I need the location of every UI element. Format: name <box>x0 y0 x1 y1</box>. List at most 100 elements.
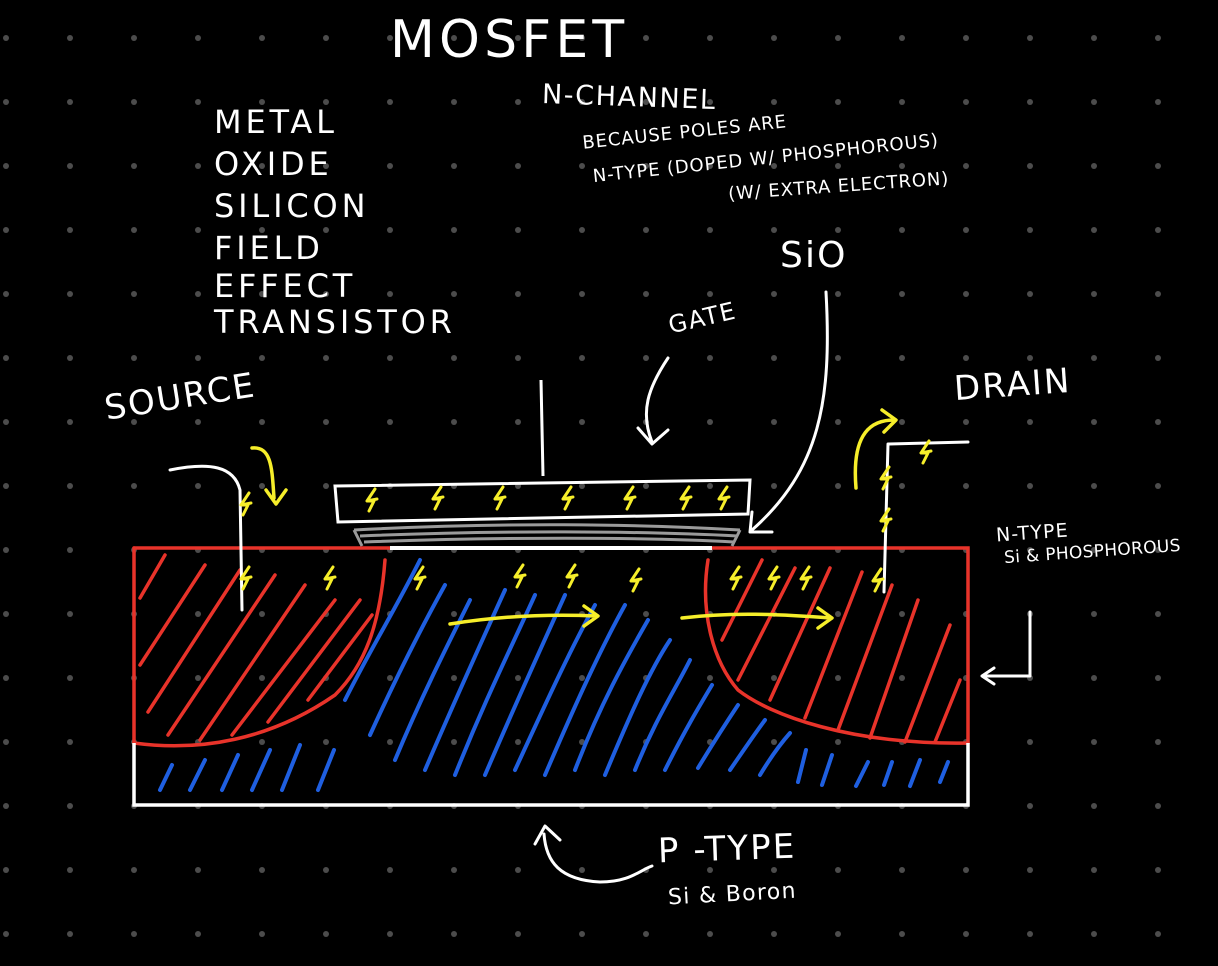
grid-dot <box>3 99 9 105</box>
grid-dot <box>707 675 713 681</box>
grid-dot <box>451 163 457 169</box>
grid-dot <box>3 675 9 681</box>
grid-dot <box>451 419 457 425</box>
grid-dot <box>899 291 905 297</box>
acronym-line-silicon: SILICON <box>214 187 370 225</box>
grid-dot <box>3 739 9 745</box>
gate-plate <box>333 478 752 524</box>
grid-dot <box>131 931 137 937</box>
grid-dot <box>67 291 73 297</box>
oxide-layer <box>352 523 742 547</box>
acronym-line-transistor: TRANSISTOR <box>214 303 456 341</box>
grid-dot <box>1091 227 1097 233</box>
grid-dot <box>579 291 585 297</box>
grid-dot <box>771 291 777 297</box>
grid-dot <box>771 419 777 425</box>
grid-dot <box>579 355 585 361</box>
grid-dot <box>131 99 137 105</box>
acronym-line-oxide: OXIDE <box>214 145 333 183</box>
grid-dot <box>899 483 905 489</box>
grid-dot <box>1027 803 1033 809</box>
grid-dot <box>3 803 9 809</box>
channel-label: N-CHANNEL <box>541 78 718 117</box>
grid-dot <box>3 419 9 425</box>
gate-pointer-arrow <box>636 356 670 446</box>
acronym-line-field: FIELD <box>214 229 324 267</box>
grid-dot <box>1155 355 1161 361</box>
grid-dot <box>579 931 585 937</box>
grid-dot <box>1027 291 1033 297</box>
grid-dot <box>67 227 73 233</box>
grid-dot <box>1091 483 1097 489</box>
grid-dot <box>259 739 265 745</box>
grid-dot <box>259 483 265 489</box>
grid-dot <box>771 931 777 937</box>
grid-dot <box>195 483 201 489</box>
grid-dot <box>387 739 393 745</box>
grid-dot <box>515 35 521 41</box>
acronym-line-metal: METAL <box>214 103 338 141</box>
drain-label: DRAIN <box>952 360 1073 410</box>
grid-dot <box>451 931 457 937</box>
grid-dot <box>643 35 649 41</box>
grid-dot <box>579 675 585 681</box>
grid-dot <box>323 291 329 297</box>
grid-dot <box>835 291 841 297</box>
grid-dot <box>771 483 777 489</box>
grid-dot <box>835 99 841 105</box>
grid-dot <box>1027 739 1033 745</box>
grid-dot <box>1027 483 1033 489</box>
grid-dot <box>963 291 969 297</box>
grid-dot <box>67 867 73 873</box>
grid-dot <box>323 739 329 745</box>
ptype-pointer-arrow <box>533 824 654 884</box>
page-title: MOSFET <box>390 10 629 70</box>
grid-dot <box>67 547 73 553</box>
grid-dot <box>195 291 201 297</box>
grid-dot <box>259 931 265 937</box>
grid-dot <box>771 867 777 873</box>
grid-dot <box>387 227 393 233</box>
grid-dot <box>1027 163 1033 169</box>
grid-dot <box>515 739 521 745</box>
grid-dot <box>67 803 73 809</box>
drain-lead <box>882 440 970 594</box>
drain-electron-arrow <box>853 408 898 490</box>
grid-dot <box>259 675 265 681</box>
grid-dot <box>259 355 265 361</box>
grid-dot <box>451 99 457 105</box>
grid-dot <box>195 163 201 169</box>
grid-dot <box>707 419 713 425</box>
grid-dot <box>771 739 777 745</box>
substrate-outline <box>132 743 970 807</box>
grid-dot <box>131 419 137 425</box>
grid-dot <box>579 483 585 489</box>
grid-dot <box>963 483 969 489</box>
grid-dot <box>963 931 969 937</box>
grid-dot <box>323 355 329 361</box>
grid-dot <box>451 355 457 361</box>
grid-dot <box>515 291 521 297</box>
grid-dot <box>259 611 265 617</box>
grid-dot <box>1091 163 1097 169</box>
grid-dot <box>67 931 73 937</box>
grid-dot <box>3 35 9 41</box>
grid-dot <box>835 35 841 41</box>
grid-dot <box>771 35 777 41</box>
grid-dot <box>1091 355 1097 361</box>
grid-dot <box>835 931 841 937</box>
grid-dot <box>771 163 777 169</box>
grid-dot <box>67 355 73 361</box>
gate-lead <box>539 379 545 477</box>
grid-dot <box>259 419 265 425</box>
grid-dot <box>1091 803 1097 809</box>
grid-dot <box>3 163 9 169</box>
grid-dot <box>643 931 649 937</box>
grid-dot <box>1027 419 1033 425</box>
grid-dot <box>1091 35 1097 41</box>
grid-dot <box>579 867 585 873</box>
grid-dot <box>195 355 201 361</box>
grid-dot <box>1091 99 1097 105</box>
